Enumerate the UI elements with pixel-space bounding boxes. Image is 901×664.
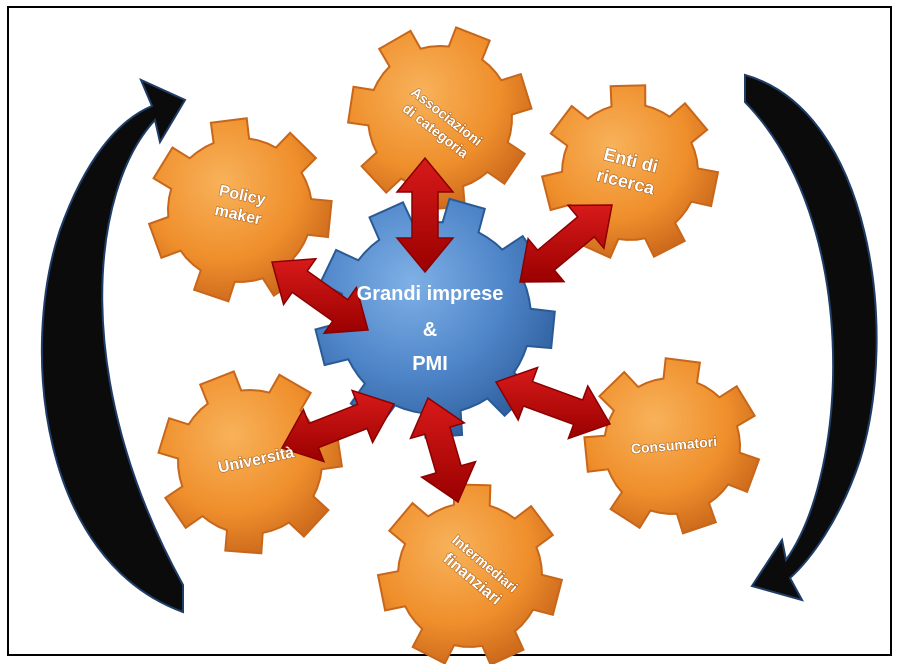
gear-associazioni: [346, 26, 533, 211]
arrow-consumatori: [494, 366, 612, 440]
gear-policy: [147, 117, 333, 303]
center-label-line2: &: [423, 319, 437, 341]
arrow-intermediari: [409, 396, 477, 504]
arrow-policy: [271, 257, 369, 335]
arrow-universita: [280, 389, 396, 463]
gear-consumatori: [583, 357, 761, 535]
curved-arrow-down-icon: [744, 73, 878, 602]
center-label-line1: Grandi imprese: [357, 283, 504, 305]
arrow-associazioni: [395, 156, 455, 274]
arrow-enti: [519, 204, 613, 283]
curved-arrow-up-icon: [40, 78, 187, 614]
center-gear: [314, 197, 556, 439]
gear-intermediari: [376, 483, 564, 664]
gear-universita: [157, 370, 344, 555]
center-label-group: Grandi imprese & PMI: [357, 283, 504, 375]
center-label-line3: PMI: [412, 353, 448, 375]
